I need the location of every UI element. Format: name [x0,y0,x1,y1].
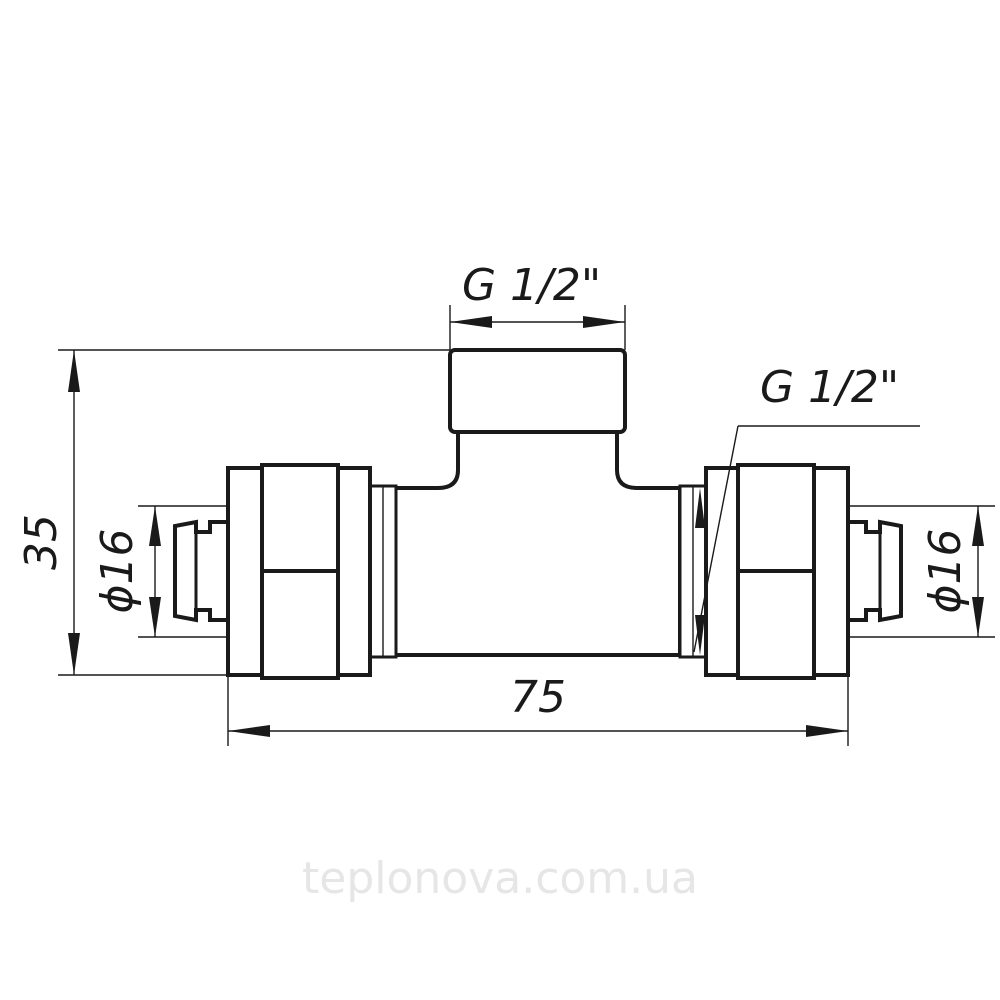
left-connector [173,463,398,680]
left-pipe-insert [173,519,230,623]
length-dimension: 75 [227,672,849,746]
arrow-right [806,725,848,737]
watermark: teplonova.com.ua [302,853,698,904]
right-diameter-label: ϕ16 [920,528,971,613]
right-pipe-insert [846,519,903,623]
height-dimension: 35 [16,349,450,676]
arrow-up [149,506,161,546]
arrow-down [695,615,705,655]
height-label: 35 [16,514,67,570]
arrow-left [450,316,492,328]
left-diameter-label: ϕ16 [92,528,143,613]
side-thread-label: G 1/2" [760,362,899,413]
top-thread-label: G 1/2" [462,260,601,311]
tee-body-outline [393,430,682,657]
arrow-down [972,597,984,637]
left-diameter-dimension: ϕ16 [92,505,228,638]
left-nut-outer [226,466,264,677]
right-nut-inner [704,466,740,677]
side-thread-dimension: G 1/2" [693,362,920,655]
arrow-left [228,725,270,737]
length-label: 75 [510,672,566,723]
top-thread-dimension: G 1/2" [449,260,626,350]
arrow-right [583,316,625,328]
arrow-up [68,350,80,392]
right-connector [678,463,903,680]
arrow-down [149,597,161,637]
arrow-up [972,506,984,546]
top-thread-outlet [448,348,627,434]
arrow-up [695,488,705,528]
left-nut-inner [336,466,372,677]
arrow-down [68,633,80,675]
right-nut-outer [812,466,850,677]
tee-body [393,348,682,657]
right-diameter-dimension: ϕ16 [848,505,995,638]
